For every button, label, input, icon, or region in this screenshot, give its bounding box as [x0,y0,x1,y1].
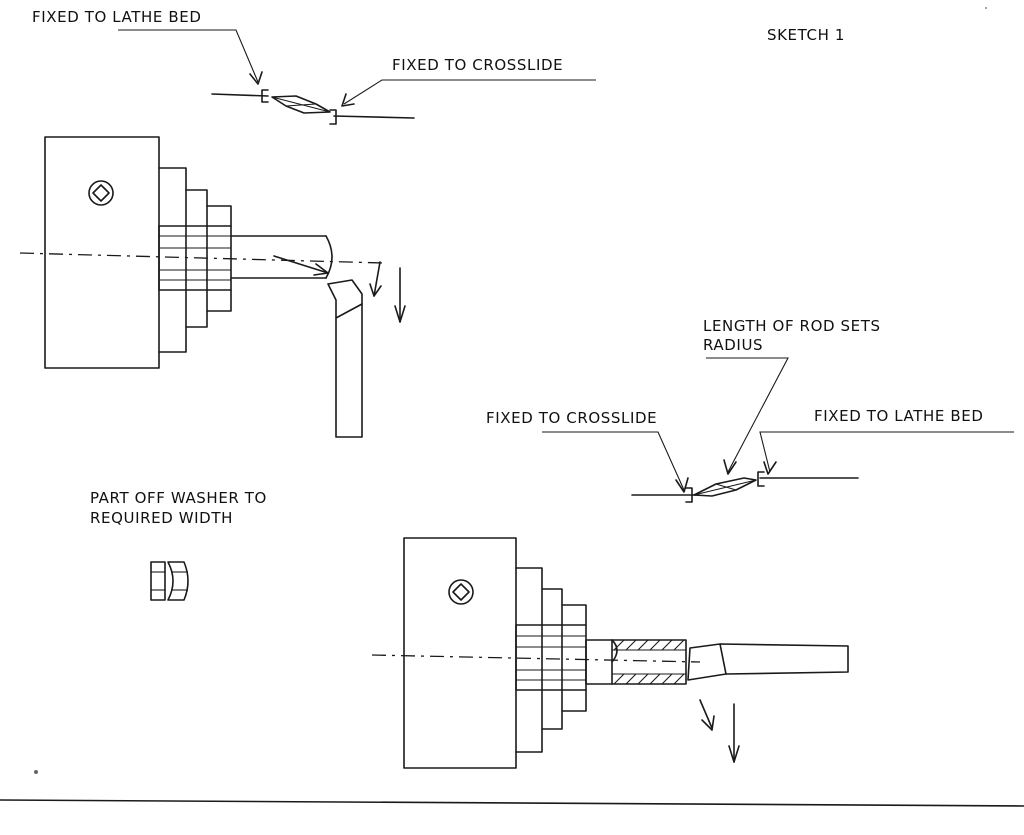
bed-bracket-upper [261,89,269,103]
washer-note: PART OFF WASHER TO REQUIRED WIDTH [90,489,267,601]
bed-line-upper [211,93,269,97]
crosslide-bracket-lower [685,487,693,503]
chuck-jaws-bottom-upper [158,289,232,353]
feed-arrow-curved [373,261,381,297]
upper-chuck-assembly [19,136,406,438]
leader-arrowhead [249,71,263,85]
hatching-top [612,639,686,651]
label-fixed-to-crosslide-upper: FIXED TO CROSSLIDE [392,56,563,74]
chuck-key-square [92,184,110,202]
chuck-key-square [452,583,470,601]
label-length-of-rod-line1: LENGTH OF ROD SETS [703,317,881,335]
chuck-key-icon [448,579,474,605]
label-fixed-to-lathe-bed-upper: FIXED TO LATHE BED [32,8,201,26]
lower-radius-rod-assembly: LENGTH OF ROD SETS RADIUS FIXED TO CROSS… [486,317,1014,503]
bed-bracket-lower [757,471,765,487]
washer-half-right [167,561,189,601]
tool-edge [335,303,363,319]
chuck-jaws-top-upper [158,167,232,227]
sketch-title: SKETCH 1 [767,26,845,44]
leader-arrowhead [763,461,777,475]
upper-radius-rod-assembly: FIXED TO LATHE BED FIXED TO CROSSLIDE [32,8,596,125]
lower-chuck-assembly [371,537,849,769]
feed-arrowhead [728,745,740,763]
cutting-tool-upper [327,279,363,438]
radius-arrow-upper [273,255,329,274]
feed-arrowhead [369,283,382,297]
washer-note-line2: REQUIRED WIDTH [90,509,233,527]
jaw-block-upper [158,225,232,291]
feed-arrowhead [701,715,715,731]
chuck-body-upper [44,136,160,369]
crosslide-bracket-upper [329,109,337,125]
hatching-bottom [612,673,686,685]
radius-arrowhead [313,263,329,276]
rod-centerline [693,479,757,496]
page-border-line [0,799,1024,807]
label-fixed-to-lathe-bed-lower: FIXED TO LATHE BED [814,407,983,425]
leader-line-rod [706,357,789,473]
centerline-upper [19,252,385,264]
label-length-of-rod-line2: RADIUS [703,336,763,354]
centerline-lower [371,654,701,663]
boring-tool-lower [687,643,849,681]
washer-half-left [150,561,166,601]
washer-note-line1: PART OFF WASHER TO [90,489,267,507]
workpiece-domed-end [325,235,333,279]
feed-arrow-curved [699,699,713,729]
leader-line-crosslide-upper [343,79,596,105]
scan-speck [34,770,38,774]
label-fixed-to-crosslide-lower: FIXED TO CROSSLIDE [486,409,657,427]
chuck-body-lower [403,537,517,769]
rod-facet [715,483,737,491]
leader-arrowhead [723,459,737,475]
leader-line-bed-lower [759,431,1014,473]
rod-facet [285,103,317,107]
chuck-key-icon [88,180,114,206]
leader-arrowhead [675,477,689,493]
scan-speck [985,7,987,9]
leader-line-crosslide-lower [542,431,685,491]
leader-arrowhead [341,93,355,107]
crosslide-line-upper [333,115,415,119]
feed-arrowhead [394,305,406,323]
tool-edge [719,643,727,675]
leader-line-bed-upper [118,29,259,83]
chuck-jaws-top-lower [515,567,587,626]
chuck-jaws-bottom-lower [515,689,587,753]
